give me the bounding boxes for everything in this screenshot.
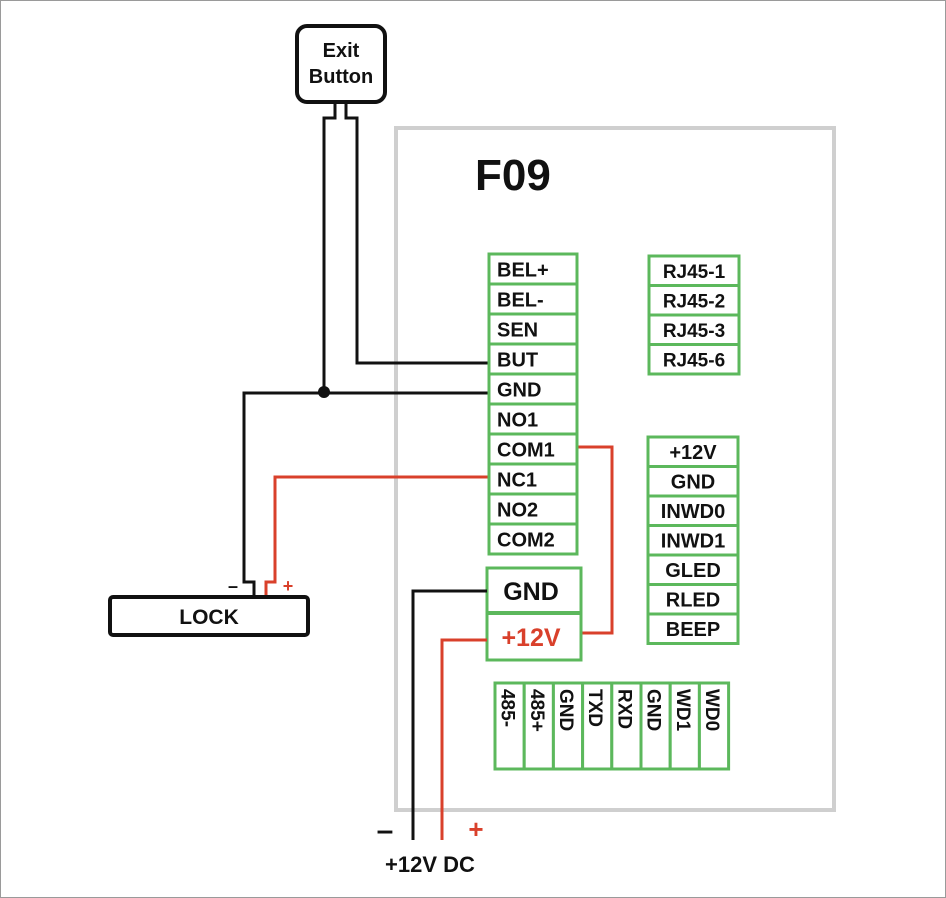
terminal-cell — [487, 342, 579, 376]
lock-minus: – — [228, 576, 238, 596]
terminal-label: RXD — [613, 689, 634, 729]
exit-button-label-1: Exit — [323, 40, 360, 62]
terminal-cell — [647, 313, 741, 346]
terminal-label: NO1 — [497, 410, 538, 432]
wire-nc1-lock — [264, 475, 488, 597]
terminal-cell — [487, 252, 579, 286]
wire-gnd-lock — [242, 391, 488, 597]
terminal-label: GND — [497, 380, 541, 402]
terminal-label: RJ45-3 — [663, 321, 725, 342]
psu-minus: – — [377, 814, 394, 847]
bottom-terminal-block: 485- 485+ GND TXD RXD GND WD1 WD0 — [493, 681, 731, 771]
wire-exit-gnd — [322, 102, 337, 392]
exit-button-label-2: Button — [309, 66, 373, 88]
lock-label: LOCK — [179, 606, 239, 629]
terminal-label: NC1 — [497, 470, 537, 492]
terminal-cell — [487, 282, 579, 316]
wire-psu-gnd — [411, 589, 487, 840]
junction-dot — [318, 386, 330, 398]
terminal-cell — [668, 681, 701, 771]
terminal-cell — [647, 284, 741, 317]
terminal-label: RLED — [666, 590, 720, 612]
terminal-label: WD0 — [701, 689, 722, 731]
terminal-label: BEL- — [497, 290, 544, 312]
wire-exit-but — [344, 102, 488, 365]
terminal-label: RJ45-6 — [663, 351, 725, 372]
terminal-label: BEL+ — [497, 260, 549, 282]
terminal-label: RJ45-1 — [663, 262, 726, 283]
lock-plus: + — [283, 576, 294, 596]
terminal-label: BEEP — [666, 619, 720, 641]
terminal-cell — [646, 612, 740, 645]
terminal-cell — [697, 681, 731, 771]
terminal-cell — [647, 343, 741, 376]
terminal-label: GND — [671, 472, 715, 494]
terminal-cell — [551, 681, 585, 771]
terminal-label: 485- — [497, 689, 518, 727]
controller-board — [394, 126, 836, 812]
terminal-cell — [487, 522, 579, 556]
terminal-label: GLED — [665, 560, 721, 582]
terminal-cell — [487, 312, 579, 346]
lock-box — [108, 595, 310, 637]
terminal-label: GND — [555, 689, 576, 731]
terminal-label: SEN — [497, 320, 538, 342]
terminal-label: RJ45-2 — [663, 292, 725, 313]
terminal-cell — [581, 681, 614, 771]
wire-com1-12v — [575, 445, 614, 635]
terminal-cell — [647, 254, 741, 287]
terminal-label: TXD — [584, 689, 605, 727]
terminal-label: INWD1 — [661, 531, 725, 553]
terminal-cell — [646, 583, 740, 616]
psu-label: +12V DC — [385, 852, 475, 877]
psu-plus: + — [468, 814, 483, 844]
terminal-cell — [646, 524, 740, 557]
terminal-label: WD1 — [672, 689, 693, 732]
terminal-label: BUT — [497, 350, 538, 372]
terminal-cell — [646, 435, 740, 468]
terminal-label: INWD0 — [661, 501, 725, 523]
terminal-label: +12V — [669, 442, 717, 464]
terminal-cell — [646, 465, 740, 498]
terminal-label: NO2 — [497, 500, 538, 522]
terminal-cell — [487, 492, 579, 526]
terminal-label: COM1 — [497, 440, 555, 462]
terminal-cell — [487, 372, 579, 406]
power-terminal-12v: +12V — [501, 624, 560, 652]
terminal-cell — [646, 494, 740, 527]
wire-psu-12v — [440, 638, 487, 840]
terminal-label: 485+ — [526, 689, 547, 732]
terminal-label: COM2 — [497, 530, 555, 552]
terminal-label: GND — [643, 689, 664, 731]
board-title: F09 — [475, 151, 551, 200]
exit-button-box — [295, 24, 387, 104]
power-terminal-gnd: GND — [503, 578, 559, 606]
